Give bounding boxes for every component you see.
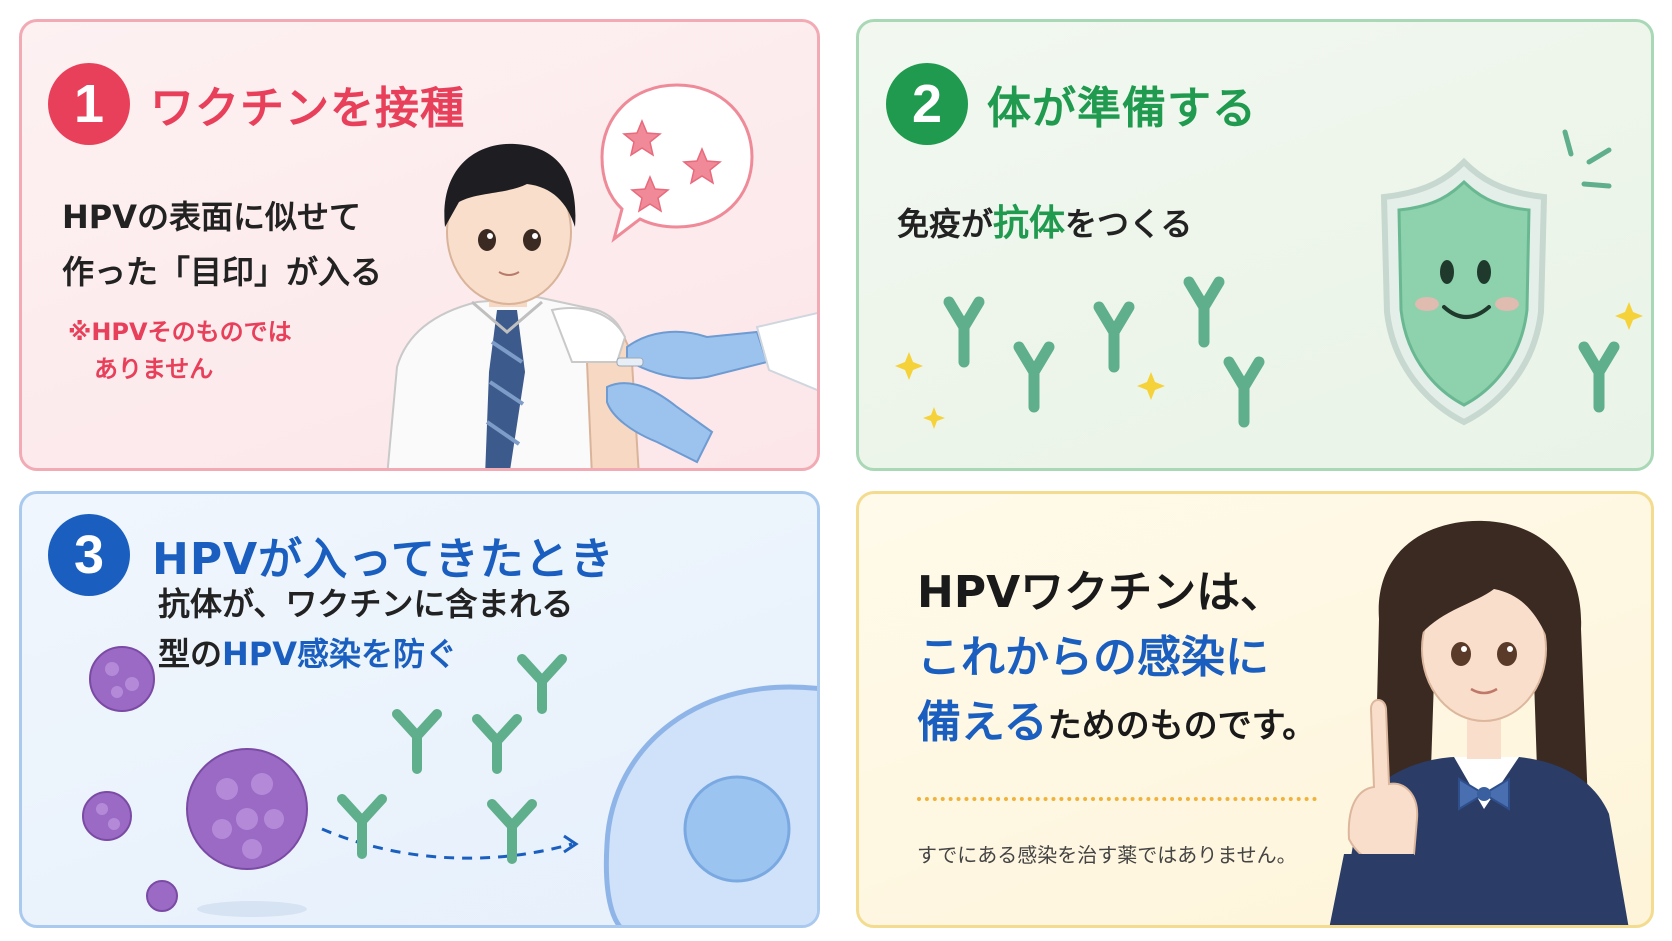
- summary-line1: HPVワクチンは、: [917, 567, 1285, 618]
- step-body-suffix: をつくる: [1065, 205, 1193, 243]
- step-note-line1: ※HPVそのものでは: [68, 318, 292, 346]
- step-number-badge: 1: [48, 63, 130, 145]
- step-body-line2: 作った「目印」が入る: [62, 253, 383, 291]
- student-girl-illustration: [1329, 520, 1629, 925]
- step-title: HPVが入ってきたとき: [152, 534, 615, 585]
- step-body-prefix: 免疫が: [897, 205, 994, 243]
- summary-panel: HPVワクチンは、 これからの感染に 備えるためのものです。 すでにある感染を治…: [856, 491, 1654, 928]
- student-vaccination-illustration: [386, 143, 817, 468]
- step-title: 体が準備する: [987, 83, 1257, 134]
- shield-mascot-illustration: [1380, 129, 1643, 426]
- step-body-highlight: 抗体: [993, 203, 1066, 244]
- summary-note: すでにある感染を治す薬ではありません。: [917, 843, 1297, 867]
- step-2-panel: 2 体が準備する 免疫が抗体をつくる: [856, 19, 1654, 471]
- step-note-line2: ありません: [94, 355, 214, 383]
- step-body-highlight: HPV感染を防ぐ: [222, 635, 458, 673]
- step-body-prefix: 型の: [158, 635, 223, 673]
- summary-line3-highlight: 備える: [917, 697, 1048, 748]
- summary-line2: これからの感染に: [917, 632, 1269, 683]
- speech-bubble-illustration: [600, 83, 754, 243]
- step-body-line2: 型のHPV感染を防ぐ: [158, 629, 457, 675]
- virus-blocked-illustration: [82, 646, 817, 925]
- step-body-line1: 抗体が、ワクチンに含まれる: [158, 585, 574, 623]
- step-body-line1: HPVの表面に似せて: [62, 198, 362, 236]
- step-1-panel: 1 ワクチンを接種 HPVの表面に似せて 作った「目印」が入る ※HPVそのもの…: [19, 19, 820, 471]
- step-body: 免疫が抗体をつくる: [897, 194, 1192, 246]
- antibodies-illustration: [895, 276, 1265, 429]
- summary-line3-suffix: ためのものです。: [1047, 706, 1317, 746]
- summary-line3: 備えるためのものです。: [917, 686, 1316, 750]
- step-3-panel: 3 HPVが入ってきたとき 抗体が、ワクチンに含まれる 型のHPV感染を防ぐ: [19, 491, 820, 928]
- step-number-badge: 2: [886, 63, 968, 145]
- dotted-divider: [917, 797, 1317, 801]
- step-title: ワクチンを接種: [150, 83, 465, 134]
- step-number-badge: 3: [48, 514, 130, 596]
